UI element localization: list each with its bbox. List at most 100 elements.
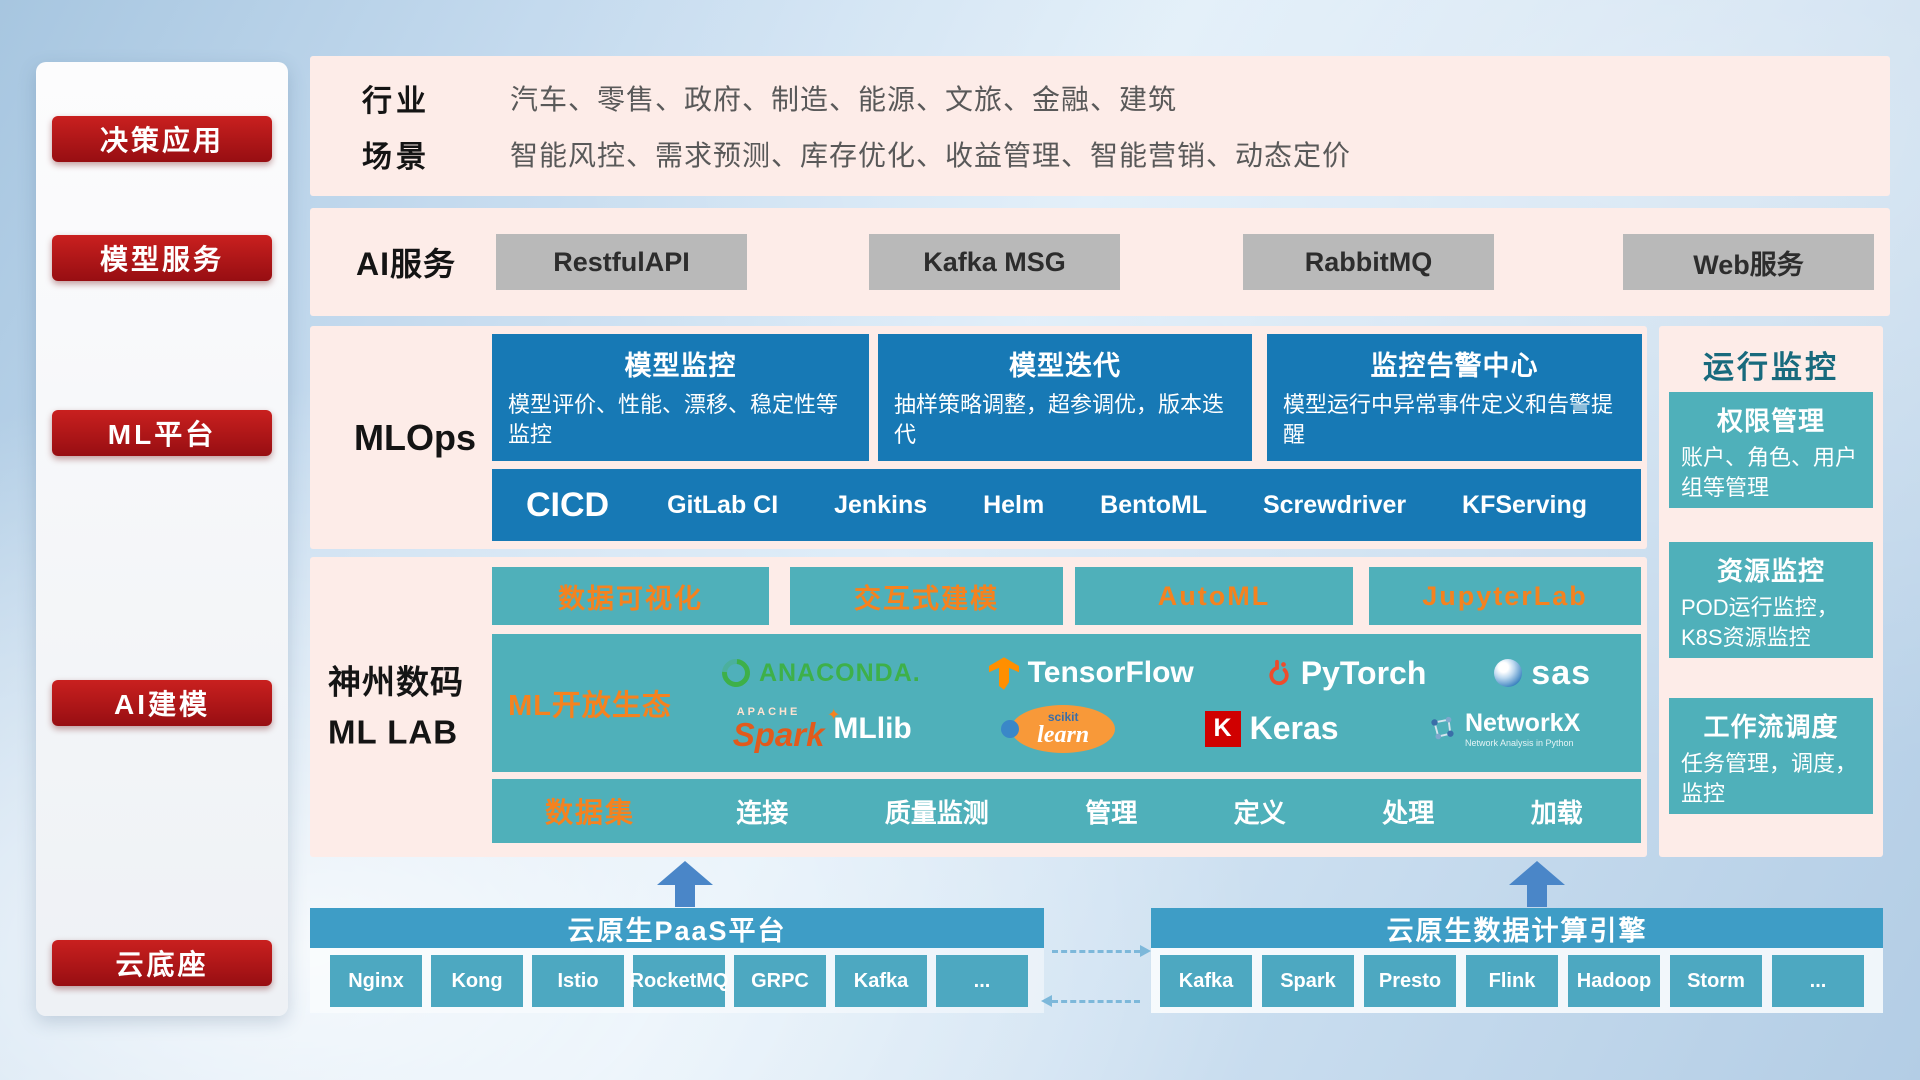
lab-automl: AutoML <box>1075 567 1353 625</box>
networkx-subtitle: Network Analysis in Python <box>1464 737 1574 748</box>
anaconda-wordmark: ANACONDA. <box>758 658 921 687</box>
rail-item-ml-platform: ML平台 <box>52 410 272 456</box>
eco-logos: ANACONDA. TensorFlow PyTorch <box>688 653 1641 753</box>
engine-storm: Storm <box>1670 955 1762 1007</box>
card-title: 权限管理 <box>1716 406 1825 436</box>
engine-presto: Presto <box>1364 955 1456 1007</box>
mllab-label-line1: 神州数码 <box>328 663 464 701</box>
anaconda-logo: ANACONDA. <box>716 653 921 693</box>
eco-label: ML开放生态 <box>508 690 672 722</box>
dashed-arrow-right-icon <box>1052 945 1151 957</box>
service-web: Web服务 <box>1623 234 1874 290</box>
pytorch-wordmark: PyTorch <box>1300 654 1427 691</box>
card-title: 监控告警中心 <box>1370 351 1539 381</box>
sas-logo: sas <box>1494 654 1591 693</box>
engine-hadoop: Hadoop <box>1568 955 1660 1007</box>
rail-item-decision-app: 决策应用 <box>52 116 272 162</box>
card-model-monitoring: 模型监控 模型评价、性能、漂移、稳定性等监控 <box>492 334 869 461</box>
dataset-bar: 数据集 连接 质量监测 管理 定义 处理 加载 <box>492 779 1641 843</box>
sas-icon <box>1494 659 1523 687</box>
card-resource-monitor: 资源监控 POD运行监控，K8S资源监控 <box>1669 542 1873 658</box>
spark-wordmark: Spark <box>733 708 840 751</box>
card-desc: POD运行监控，K8S资源监控 <box>1681 595 1839 650</box>
mlops-panel: MLOps 模型监控 模型评价、性能、漂移、稳定性等监控 模型迭代 抽样策略调整… <box>310 326 1647 549</box>
keras-wordmark: Keras <box>1249 710 1339 746</box>
mllab-label-line2: ML LAB <box>328 713 459 750</box>
scikit-wordmark: learn <box>1037 721 1090 748</box>
card-desc: 模型运行中异常事件定义和告警提醒 <box>1283 392 1614 447</box>
card-alert-center: 监控告警中心 模型运行中异常事件定义和告警提醒 <box>1267 334 1642 461</box>
scene-value: 智能风控、需求预测、库存优化、收益管理、智能营销、动态定价 <box>510 140 1352 171</box>
cicd-bar: CICD GitLab CI Jenkins Helm BentoML Scre… <box>492 469 1641 541</box>
card-desc: 任务管理，调度，监控 <box>1681 751 1858 806</box>
paas-header: 云原生PaaS平台 <box>310 908 1044 948</box>
paas-kong: Kong <box>431 955 523 1007</box>
dataset-manage: 管理 <box>1085 797 1138 828</box>
industry-label: 行业 <box>362 85 430 118</box>
cicd-tools: GitLab CI Jenkins Helm BentoML Screwdriv… <box>639 491 1641 520</box>
lab-jupyterlab: JupyterLab <box>1369 567 1641 625</box>
cicd-title: CICD <box>526 485 610 524</box>
ai-service-panel: AI服务 RestfulAPI Kafka MSG RabbitMQ Web服务 <box>310 208 1890 316</box>
service-kafka-msg: Kafka MSG <box>869 234 1120 290</box>
left-rail: 决策应用 模型服务 ML平台 AI建模 云底座 <box>36 62 288 1016</box>
dataset-items: 连接 质量监测 管理 定义 处理 加载 <box>688 793 1641 830</box>
card-workflow-scheduler: 工作流调度 任务管理，调度，监控 <box>1669 698 1873 814</box>
dataset-connect: 连接 <box>736 797 789 828</box>
card-desc: 账户、角色、用户组等管理 <box>1681 445 1858 500</box>
sas-wordmark: sas <box>1531 653 1592 692</box>
card-desc: 模型评价、性能、漂移、稳定性等监控 <box>508 392 839 447</box>
dataset-define: 定义 <box>1233 797 1286 828</box>
keras-icon: K <box>1204 710 1241 747</box>
paas-istio: Istio <box>532 955 624 1007</box>
rail-item-model-service: 模型服务 <box>52 235 272 281</box>
card-permission-mgmt: 权限管理 账户、角色、用户组等管理 <box>1669 392 1873 508</box>
keras-logo: K Keras <box>1204 710 1339 747</box>
tensorflow-logo: TensorFlow <box>988 656 1194 690</box>
mllib-wordmark: MLlib <box>833 711 912 745</box>
engine-flink: Flink <box>1466 955 1558 1007</box>
engine-more: ... <box>1772 955 1864 1007</box>
cicd-screwdriver: Screwdriver <box>1262 490 1407 519</box>
card-title: 资源监控 <box>1716 556 1825 586</box>
spark-apache-label: APACHE <box>736 705 801 718</box>
scikit-dot-icon <box>1001 719 1020 738</box>
lab-data-visualization: 数据可视化 <box>492 567 769 625</box>
industry-row: 行业 汽车、零售、政府、制造、能源、文旅、金融、建筑 <box>362 76 1870 120</box>
up-arrow-paas-icon <box>657 861 713 907</box>
mllab-panel: 神州数码 ML LAB 数据可视化 交互式建模 AutoML JupyterLa… <box>310 557 1647 857</box>
networkx-logo: NetworkX Network Analysis in Python <box>1428 709 1580 748</box>
paas-nginx: Nginx <box>330 955 422 1007</box>
card-title: 模型迭代 <box>1009 351 1121 381</box>
tensorflow-wordmark: TensorFlow <box>1027 656 1194 689</box>
eco-logo-row-1: ANACONDA. TensorFlow PyTorch <box>688 653 1625 693</box>
cicd-gitlab: GitLab CI <box>667 490 779 519</box>
engine-kafka: Kafka <box>1160 955 1252 1007</box>
spark-mllib-logo: APACHE Spark MLlib <box>733 705 912 751</box>
card-model-iteration: 模型迭代 抽样策略调整，超参调优，版本迭代 <box>878 334 1252 461</box>
service-rabbitmq: RabbitMQ <box>1243 234 1494 290</box>
engine-spark: Spark <box>1262 955 1354 1007</box>
dataset-label: 数据集 <box>544 797 635 828</box>
service-restfulapi: RestfulAPI <box>496 234 747 290</box>
cicd-jenkins: Jenkins <box>834 490 928 519</box>
anaconda-icon <box>716 653 756 693</box>
networkx-icon <box>1428 715 1456 743</box>
up-arrow-engine-icon <box>1509 861 1565 907</box>
runtime-monitor-title: 运行监控 <box>1703 350 1839 385</box>
ml-open-ecosystem: ML开放生态 ANACONDA. TensorFlow <box>492 634 1641 772</box>
card-title: 工作流调度 <box>1703 712 1839 742</box>
spark-icon: APACHE Spark <box>733 705 840 751</box>
engine-header: 云原生数据计算引擎 <box>1151 908 1883 948</box>
networkx-wordmark: NetworkX Network Analysis in Python <box>1465 709 1580 748</box>
paas-more: ... <box>936 955 1028 1007</box>
pytorch-logo: PyTorch <box>1262 654 1427 692</box>
rail-item-cloud-base: 云底座 <box>52 940 272 986</box>
runtime-monitor-panel: 运行监控 权限管理 账户、角色、用户组等管理 资源监控 POD运行监控，K8S资… <box>1659 326 1883 857</box>
card-title: 模型监控 <box>624 351 737 381</box>
dataset-load: 加载 <box>1530 797 1583 828</box>
industry-scene-panel: 行业 汽车、零售、政府、制造、能源、文旅、金融、建筑 场景 智能风控、需求预测、… <box>310 56 1890 196</box>
industry-value: 汽车、零售、政府、制造、能源、文旅、金融、建筑 <box>510 84 1178 115</box>
cicd-kfserving: KFServing <box>1462 490 1588 519</box>
